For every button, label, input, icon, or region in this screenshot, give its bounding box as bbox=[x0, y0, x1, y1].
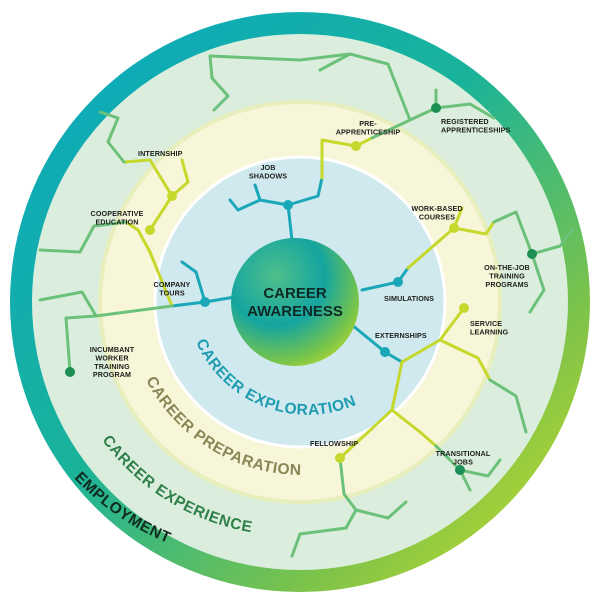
connector-top bbox=[208, 52, 352, 80]
label-line: TRAINING bbox=[489, 271, 525, 280]
connector-cooperative-exp bbox=[38, 220, 128, 254]
center-circle bbox=[231, 238, 359, 366]
label-line: ON-THE-JOB bbox=[484, 263, 530, 272]
connector-lines bbox=[38, 52, 574, 558]
label-line: SHADOWS bbox=[249, 171, 287, 180]
connector-registered-2 bbox=[434, 102, 496, 120]
node-simulations[interactable] bbox=[393, 277, 403, 287]
connector-pre-apprenticeship bbox=[320, 136, 374, 180]
node-cooperative[interactable] bbox=[145, 225, 155, 235]
node-job-shadows[interactable] bbox=[283, 200, 293, 210]
connector-on-the-job-2 bbox=[530, 228, 574, 256]
connector-cooperative bbox=[148, 158, 190, 232]
node-service-learning[interactable] bbox=[459, 303, 469, 313]
connector-incumbant-2 bbox=[38, 290, 98, 318]
node-company-tours[interactable] bbox=[200, 297, 210, 307]
label-internship: INTERNSHIP bbox=[138, 149, 183, 158]
label-line: REGISTERED bbox=[441, 117, 489, 126]
connector-job-shadows-3 bbox=[228, 198, 262, 212]
label-fellowship: FELLOWSHIP bbox=[310, 439, 358, 448]
node-externships[interactable] bbox=[380, 347, 390, 357]
connector-internship bbox=[124, 220, 174, 308]
center-title-line2: AWARENESS bbox=[247, 303, 343, 320]
node-work-based[interactable] bbox=[449, 223, 459, 233]
label-simulations: SIMULATIONS bbox=[384, 294, 434, 303]
node-internship[interactable] bbox=[167, 191, 177, 201]
label-line: EXTERNSHIPS bbox=[375, 331, 427, 340]
ring-separator bbox=[153, 155, 447, 449]
label-line: LEARNING bbox=[470, 327, 509, 336]
label-line: TRANSITIONAL bbox=[436, 449, 491, 458]
label-line: PRE- bbox=[359, 119, 377, 128]
connector-bottom bbox=[290, 526, 348, 558]
label-line: APPRENTICESHIPS bbox=[441, 125, 511, 134]
label-line: JOBS bbox=[453, 457, 473, 466]
label-line: COMPANY bbox=[154, 280, 191, 289]
connector-internship-exp bbox=[98, 110, 126, 164]
connector-transitional-2 bbox=[458, 458, 502, 478]
label-line: WORK-BASED bbox=[411, 204, 462, 213]
label-line: INTERNSHIP bbox=[138, 149, 183, 158]
node-registered[interactable] bbox=[431, 103, 441, 113]
connector-on-the-job-3 bbox=[528, 252, 546, 314]
connector-job-shadows-2 bbox=[286, 176, 324, 207]
label-line: TRAINING bbox=[94, 362, 130, 371]
node-fellowship[interactable] bbox=[335, 453, 345, 463]
label-line: WORKER bbox=[95, 353, 129, 362]
connector-fellowship-exp-2 bbox=[354, 500, 408, 520]
label-line: INCUMBANT bbox=[90, 345, 135, 354]
nodes bbox=[65, 103, 537, 475]
label-line: EDUCATION bbox=[95, 217, 138, 226]
connector-fellowship-exp bbox=[338, 456, 358, 530]
connector-service-learning-2 bbox=[438, 338, 492, 382]
connector-registered-3 bbox=[318, 52, 412, 122]
label-line: COURSES bbox=[419, 212, 455, 221]
node-labels: INTERNSHIP PRE-APPRENTICESHIP REGISTERED… bbox=[90, 117, 530, 466]
label-line: PROGRAMS bbox=[485, 280, 528, 289]
connector-job-shadows bbox=[253, 183, 294, 242]
connector-on-the-job bbox=[492, 210, 534, 256]
label-externships: EXTERNSHIPS bbox=[375, 331, 427, 340]
node-incumbant[interactable] bbox=[65, 367, 75, 377]
connector-registered bbox=[370, 88, 438, 140]
label-line: SERVICE bbox=[470, 319, 502, 328]
center-title-line1: CAREER bbox=[263, 285, 327, 302]
connector-incumbant bbox=[64, 304, 174, 374]
connector-service-exp bbox=[488, 378, 528, 434]
label-line: PROGRAM bbox=[93, 370, 131, 379]
connector-work-based-2 bbox=[452, 220, 496, 236]
label-line: SIMULATIONS bbox=[384, 294, 434, 303]
connector-internship-2 bbox=[122, 158, 174, 198]
node-on-the-job[interactable] bbox=[527, 249, 537, 259]
ring-separator bbox=[98, 100, 502, 504]
connector-top-2 bbox=[210, 76, 230, 112]
node-transitional[interactable] bbox=[455, 465, 465, 475]
connector-company-tours-2 bbox=[180, 260, 207, 304]
label-pre-apprenticeship: PRE-APPRENTICESHIP bbox=[336, 119, 401, 136]
label-line: FELLOWSHIP bbox=[310, 439, 358, 448]
label-line: COOPERATIVE bbox=[91, 209, 144, 218]
connector-fellowship-2 bbox=[390, 408, 438, 448]
label-line: JOB bbox=[260, 163, 275, 172]
label-line: APPRENTICESHIP bbox=[336, 127, 401, 136]
node-pre-apprenticeship[interactable] bbox=[351, 141, 361, 151]
label-line: TOURS bbox=[159, 288, 185, 297]
